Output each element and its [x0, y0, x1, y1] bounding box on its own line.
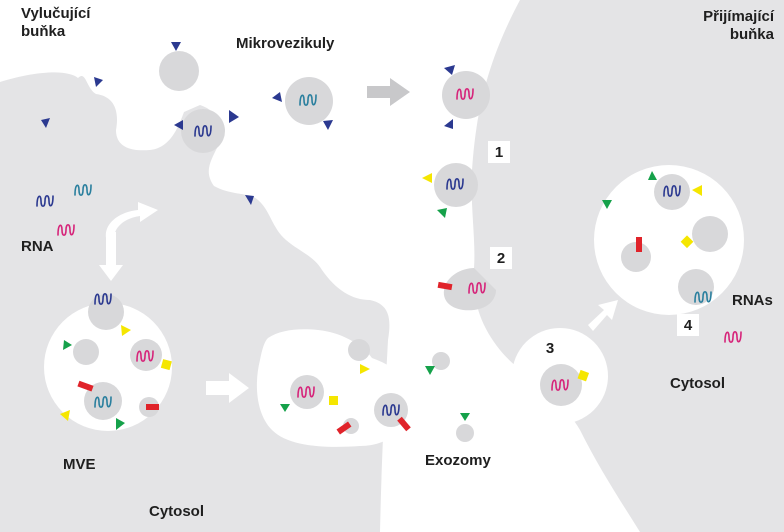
endosome-vesicle	[621, 242, 651, 272]
mve-vesicle	[130, 339, 162, 371]
release-arrow	[367, 78, 410, 106]
mve-fusing	[256, 329, 410, 447]
rnas-label: RNAs	[732, 292, 773, 309]
membrane-markers	[41, 42, 455, 205]
microvesicles-label: Mikrovezikuly	[236, 35, 335, 52]
exosomes-label: Exozomy	[425, 452, 491, 469]
step-4-badge: 4	[677, 314, 699, 336]
endosome-vesicle	[678, 269, 714, 305]
microvesicle	[442, 71, 490, 119]
exosome-vesicle	[348, 339, 370, 361]
exosome-vesicle	[290, 375, 324, 409]
endosome-vesicle	[692, 216, 728, 252]
microvesicle	[285, 77, 333, 125]
step-2-badge: 2	[490, 247, 512, 269]
cytosol-right-label: Cytosol	[670, 375, 726, 392]
rna-label: RNA	[21, 238, 54, 255]
step-1-badge: 1	[488, 141, 510, 163]
endocytosed-exosome	[540, 364, 582, 406]
secreting-cell-label: Vylučující buňka	[21, 5, 91, 40]
pathway-arrows	[99, 202, 618, 403]
microvesicle	[434, 163, 478, 207]
mve-vesicle	[73, 339, 99, 365]
mve-label: MVE	[63, 456, 96, 473]
mve-budding-vesicle	[88, 294, 124, 330]
cytosol-left-label: Cytosol	[149, 503, 205, 520]
green-markers	[63, 171, 657, 430]
step-3-badge: 3	[539, 337, 561, 359]
mve	[44, 303, 172, 431]
microvesicle	[159, 51, 199, 91]
exosome	[456, 424, 474, 442]
red-markers	[77, 237, 642, 435]
receiving-cell-label: Přijímající buňka	[703, 8, 774, 43]
exosome	[432, 352, 450, 370]
